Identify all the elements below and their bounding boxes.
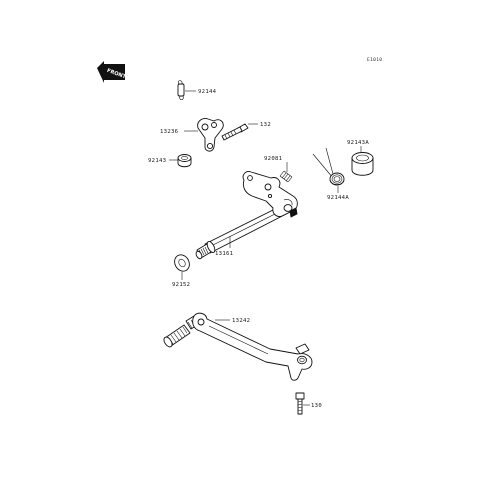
spring-92081 bbox=[279, 170, 293, 183]
torsion-spring-92144a bbox=[312, 147, 345, 186]
return-spring-92144 bbox=[177, 80, 185, 101]
shift-pedal-13242 bbox=[163, 312, 313, 381]
washer-92152 bbox=[174, 254, 190, 272]
shift-linkage-13236 bbox=[197, 118, 224, 152]
part-label-92144a: 92144A bbox=[327, 195, 349, 201]
part-label-92144: 92144 bbox=[198, 89, 217, 95]
part-label-130: 130 bbox=[311, 403, 322, 409]
part-label-13236: 13236 bbox=[160, 129, 178, 135]
part-label-92143a: 92143A bbox=[347, 140, 369, 146]
collar-92143a bbox=[351, 152, 374, 176]
part-label-13242: 13242 bbox=[232, 318, 250, 324]
front-direction-arrow-icon: FRONT bbox=[97, 61, 127, 83]
collar-92143 bbox=[177, 154, 192, 168]
part-label-92152: 92152 bbox=[172, 282, 190, 288]
part-label-92081: 92081 bbox=[264, 156, 282, 162]
bolt-132 bbox=[221, 123, 249, 141]
shift-shaft-13161 bbox=[195, 171, 298, 260]
part-label-92143: 92143 bbox=[148, 158, 166, 164]
diagram-ref-code: E1010 bbox=[367, 57, 382, 63]
part-label-132: 132 bbox=[260, 122, 271, 128]
part-label-13161: 13161 bbox=[215, 251, 233, 257]
bolt-130 bbox=[295, 392, 305, 415]
